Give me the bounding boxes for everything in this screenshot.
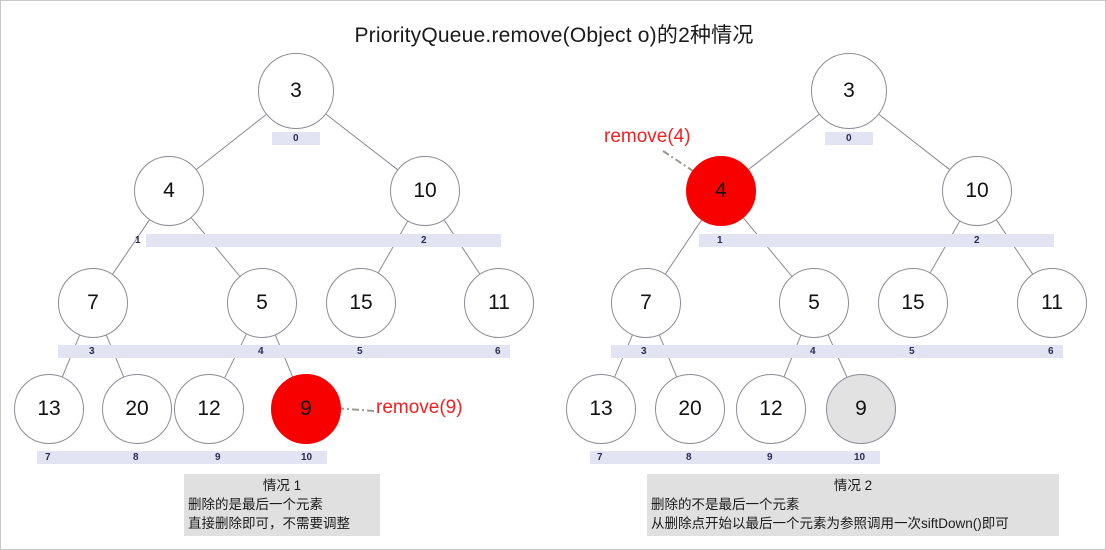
heap-index-label: 8 — [686, 452, 692, 463]
tree-node[interactable]: 20 — [102, 374, 172, 444]
tree-node[interactable]: 4 — [686, 156, 756, 226]
tree-edge — [996, 219, 1033, 275]
tree-edge — [325, 113, 398, 170]
tree-node[interactable]: 9 — [826, 374, 896, 444]
heap-index-label: 6 — [1048, 346, 1054, 357]
tree-node[interactable]: 7 — [611, 268, 681, 338]
tree-node[interactable]: 11 — [464, 268, 534, 338]
remove-annotation-label: remove(4) — [604, 126, 691, 147]
heap-index-label: 1 — [717, 235, 723, 246]
tree-node[interactable]: 10 — [942, 156, 1012, 226]
heap-index-label: 6 — [495, 346, 501, 357]
case-caption-title: 情况 1 — [262, 478, 302, 493]
heap-index-label: 5 — [909, 346, 915, 357]
heap-index-bar — [272, 132, 320, 145]
tree-node[interactable]: 11 — [1017, 268, 1087, 338]
tree-node[interactable]: 3 — [258, 53, 334, 129]
tree-edge — [196, 114, 267, 170]
heap-index-bar — [146, 234, 501, 247]
heap-index-label: 2 — [421, 235, 427, 246]
heap-index-bar — [590, 451, 880, 464]
tree-node[interactable]: 4 — [134, 156, 204, 226]
tree-node[interactable]: 3 — [811, 53, 887, 129]
tree-edge — [929, 221, 961, 273]
case-caption-line: 直接删除即可，不需要调整 — [188, 516, 350, 531]
page-title: PriorityQueue.remove(Object o)的2种情况 — [354, 24, 754, 47]
tree-node[interactable]: 12 — [174, 374, 244, 444]
heap-index-bar — [825, 132, 873, 145]
tree-edge — [665, 219, 702, 275]
heap-index-label: 0 — [846, 133, 852, 144]
heap-index-label: 9 — [767, 452, 773, 463]
tree-node[interactable]: 12 — [736, 374, 806, 444]
heap-index-label: 9 — [215, 452, 221, 463]
case-caption-line: 删除的是最后一个元素 — [188, 497, 323, 512]
case-caption: 情况 2 删除的不是最后一个元素从删除点开始以最后一个元素为参照调用一次siftD… — [647, 474, 1059, 536]
heap-index-label: 8 — [133, 452, 139, 463]
heap-index-label: 4 — [258, 346, 264, 357]
heap-index-bar — [58, 345, 510, 358]
case-caption-line: 从删除点开始以最后一个元素为参照调用一次siftDown()即可 — [651, 516, 1009, 531]
heap-index-label: 7 — [45, 452, 51, 463]
tree-edge — [443, 219, 481, 275]
heap-index-label: 2 — [974, 235, 980, 246]
tree-node[interactable]: 9 — [271, 374, 341, 444]
heap-index-label: 0 — [293, 133, 299, 144]
tree-node[interactable]: 5 — [779, 268, 849, 338]
heap-index-label: 3 — [89, 346, 95, 357]
tree-edge — [878, 114, 950, 170]
heap-index-bar — [37, 451, 327, 464]
heap-index-bar — [611, 345, 1063, 358]
tree-edge — [377, 221, 409, 273]
tree-edge — [748, 114, 820, 170]
tree-node[interactable]: 10 — [390, 156, 460, 226]
tree-node[interactable]: 15 — [326, 268, 396, 338]
heap-index-label: 7 — [597, 452, 603, 463]
tree-node[interactable]: 20 — [655, 374, 725, 444]
case-caption: 情况 1 删除的是最后一个元素直接删除即可，不需要调整 — [184, 474, 380, 536]
remove-annotation-label: remove(9) — [376, 397, 463, 418]
tree-node[interactable]: 13 — [566, 374, 636, 444]
heap-index-label: 3 — [641, 346, 647, 357]
case-caption-line: 删除的不是最后一个元素 — [651, 497, 800, 512]
tree-node[interactable]: 5 — [227, 268, 297, 338]
heap-index-bar — [699, 234, 1054, 247]
case-caption-title: 情况 2 — [833, 478, 873, 493]
tree-edge — [112, 219, 150, 275]
heap-index-label: 10 — [854, 452, 866, 463]
tree-node[interactable]: 13 — [14, 374, 84, 444]
heap-index-label: 10 — [301, 452, 313, 463]
heap-index-label: 5 — [357, 346, 363, 357]
tree-edge — [742, 217, 793, 277]
heap-index-label: 1 — [135, 235, 141, 246]
tree-node[interactable]: 15 — [878, 268, 948, 338]
tree-node[interactable]: 7 — [58, 268, 128, 338]
heap-index-label: 4 — [810, 346, 816, 357]
tree-edge — [190, 217, 241, 277]
